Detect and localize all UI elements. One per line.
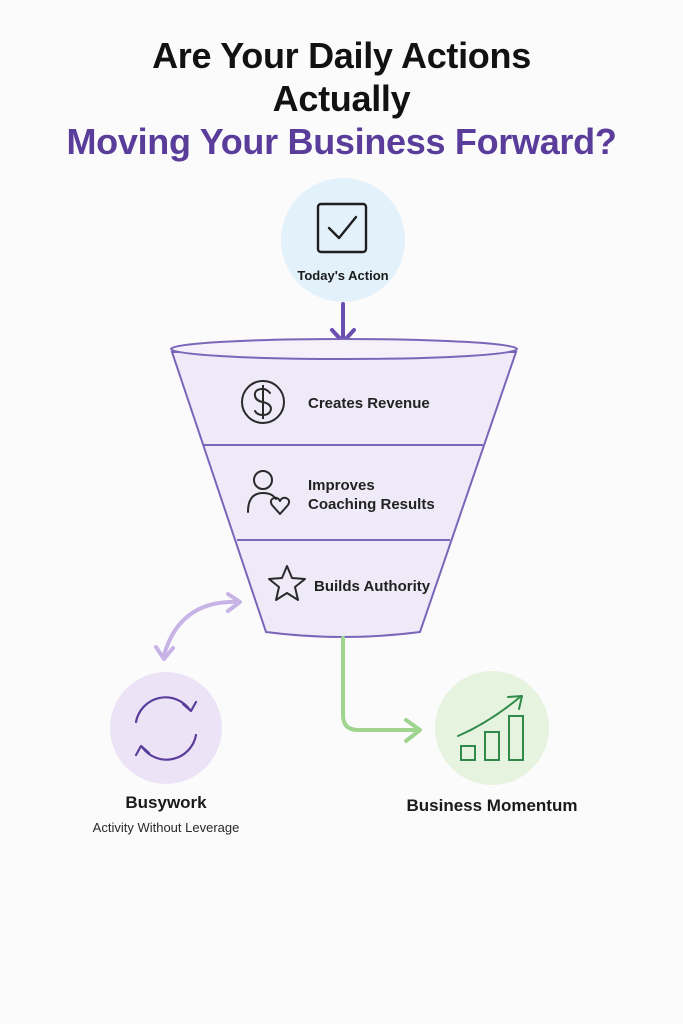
start-node-label: Today's Action xyxy=(297,268,389,283)
busywork-circle xyxy=(110,672,222,784)
funnel-rim xyxy=(170,338,518,360)
person-heart-icon xyxy=(247,470,291,515)
momentum-title: Business Momentum xyxy=(406,796,578,815)
momentum-arrow xyxy=(341,636,422,743)
page-title: Are Your Daily Actions Actually Moving Y… xyxy=(0,34,683,163)
busywork-node xyxy=(110,672,222,784)
busywork-arrow xyxy=(154,592,242,661)
star-icon xyxy=(268,565,306,601)
dollar-icon xyxy=(241,380,285,424)
title-line-3: Moving Your Business Forward? xyxy=(66,121,617,162)
checkbox-icon xyxy=(316,202,368,254)
start-node xyxy=(281,178,405,302)
stage-2-line-2: Coaching Results xyxy=(308,496,435,513)
momentum-circle xyxy=(435,671,549,785)
title-line-1: Are Your Daily Actions xyxy=(152,35,531,76)
stage-2-line-1: Improves xyxy=(308,477,375,494)
busywork-title: Busywork xyxy=(125,793,207,812)
growth-chart-icon xyxy=(457,695,524,761)
down-arrow xyxy=(330,302,356,344)
start-node-circle xyxy=(281,178,405,302)
stage-label-revenue: Creates Revenue xyxy=(308,394,430,413)
stage-3-line-1: Builds Authority xyxy=(314,578,431,595)
busywork-subtitle: Activity Without Leverage xyxy=(92,820,240,835)
stage-label-authority: Builds Authority xyxy=(314,577,430,596)
stage-1-line-1: Creates Revenue xyxy=(308,395,430,412)
stage-label-coaching: Improves Coaching Results xyxy=(308,476,435,514)
refresh-cycle-icon xyxy=(134,696,198,761)
momentum-node xyxy=(435,671,549,785)
title-line-2: Actually xyxy=(272,78,411,119)
